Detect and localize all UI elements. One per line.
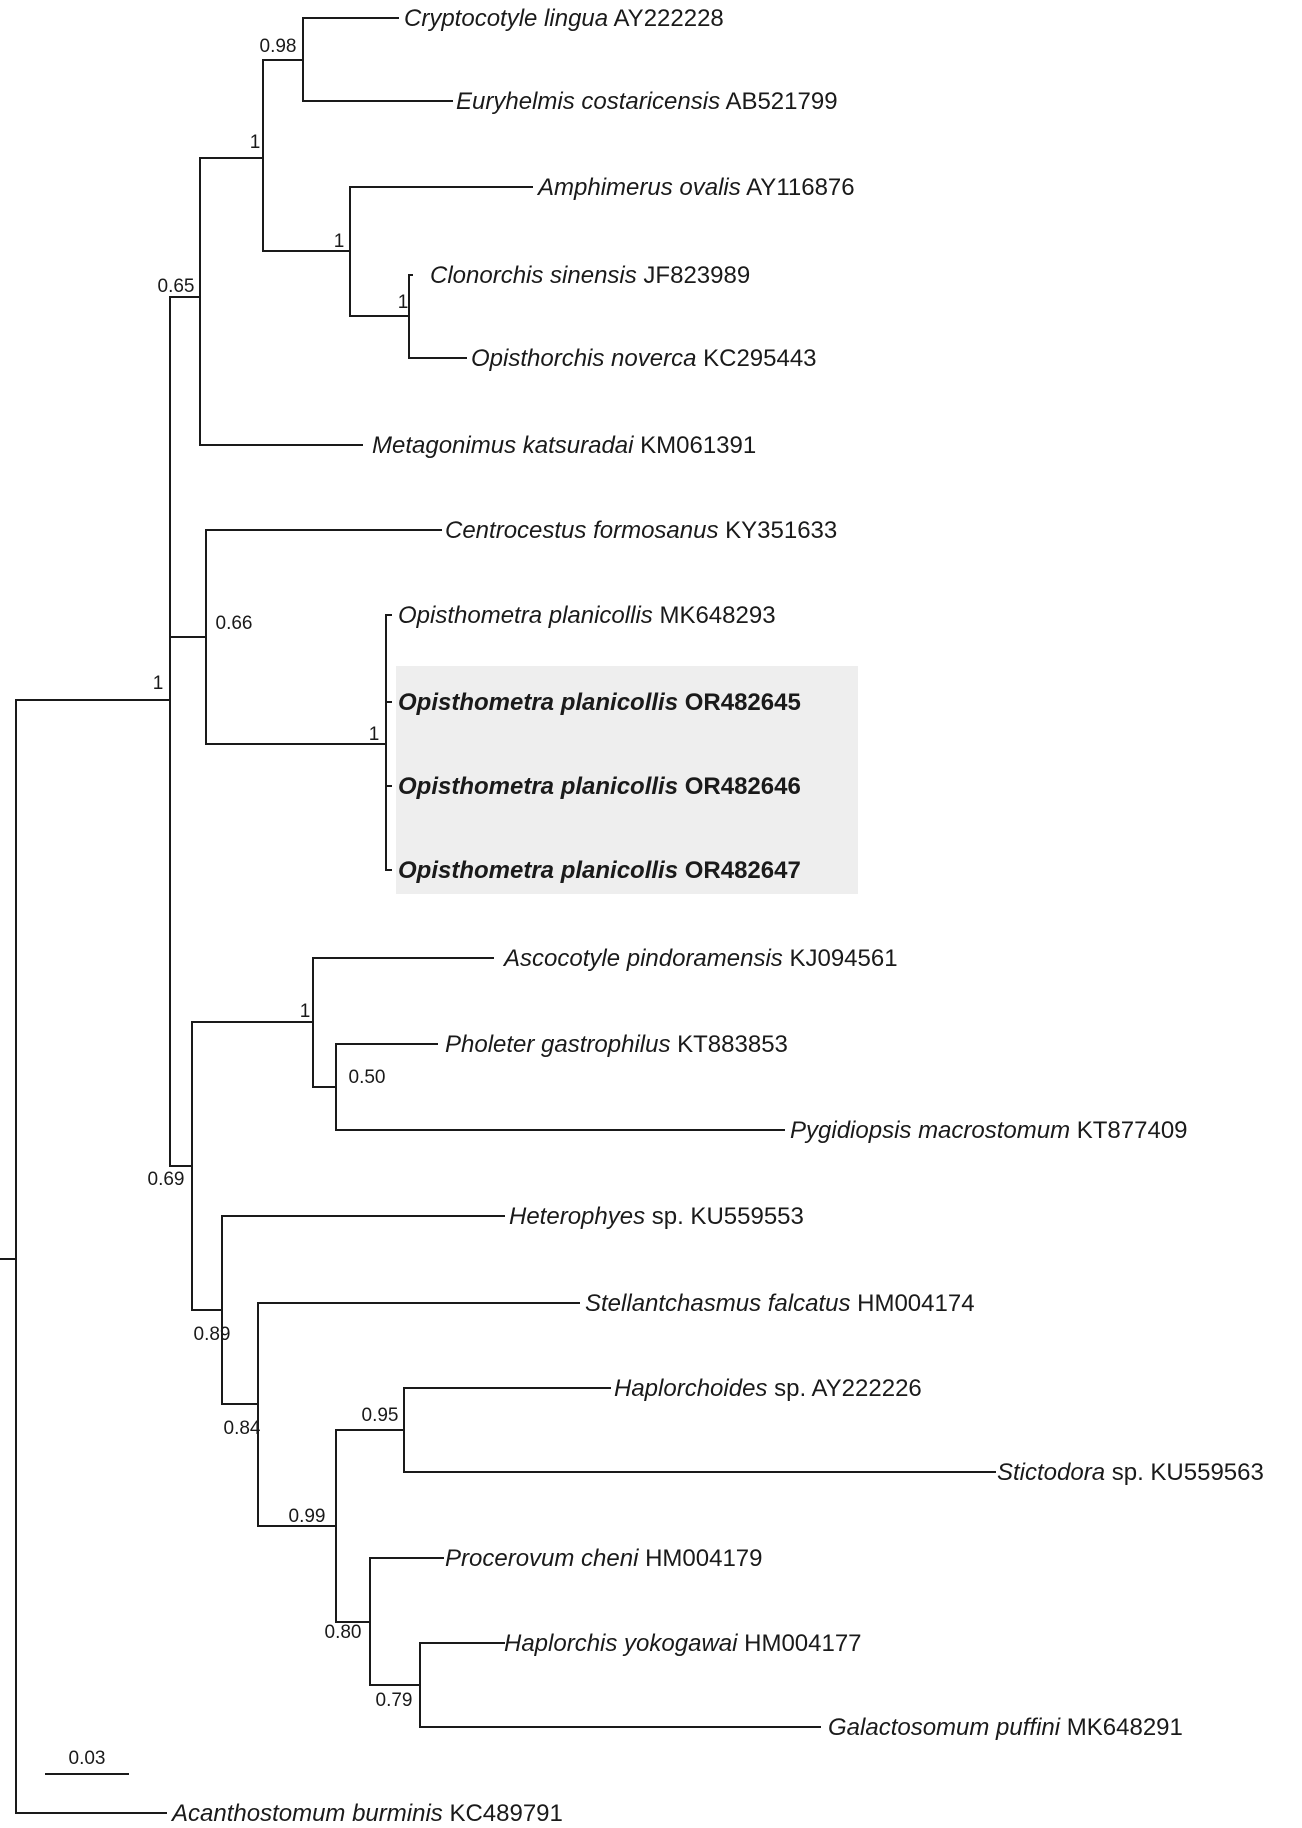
taxon-name: Euryhelmis costaricensis xyxy=(456,88,720,115)
support-value: 0.95 xyxy=(362,1405,399,1426)
support-value: 1 xyxy=(398,292,409,313)
taxon-label: Clonorchis sinensis JF823989 xyxy=(430,262,750,289)
taxon-label: Heterophyes sp. KU559553 xyxy=(509,1203,804,1230)
taxon-label: Amphimerus ovalis AY116876 xyxy=(536,174,855,201)
taxon-label: Cryptocotyle lingua AY222228 xyxy=(404,5,724,32)
taxon-label: Procerovum cheni HM004179 xyxy=(445,1545,763,1572)
taxon-label: Metagonimus katsuradai KM061391 xyxy=(372,432,756,459)
taxon-label: Ascocotyle pindoramensis KJ094561 xyxy=(502,945,898,972)
highlight-box xyxy=(396,666,858,894)
taxon-name: Haplorchoides xyxy=(614,1375,767,1402)
taxon-accession: KM061391 xyxy=(633,432,756,459)
taxon-label: Pholeter gastrophilus KT883853 xyxy=(445,1031,788,1058)
taxon-accession: OR482647 xyxy=(678,857,801,884)
taxon-accession: KY351633 xyxy=(718,517,837,544)
taxon-name: Clonorchis sinensis xyxy=(430,262,637,289)
taxon-label: Stictodora sp. KU559563 xyxy=(997,1459,1264,1486)
taxon-accession: KT883853 xyxy=(670,1031,787,1058)
taxon-accession: OR482645 xyxy=(678,689,801,716)
taxon-name: Cryptocotyle lingua xyxy=(404,5,608,32)
taxon-label: Haplorchoides sp. AY222226 xyxy=(614,1375,922,1402)
taxon-accession: OR482646 xyxy=(678,773,801,800)
taxon-accession: KJ094561 xyxy=(783,945,898,972)
taxon-accession: AB521799 xyxy=(720,88,837,115)
support-value: 1 xyxy=(153,673,164,694)
taxon-label: Galactosomum puffini MK648291 xyxy=(828,1714,1183,1741)
scale-bar: 0.03 xyxy=(45,1748,129,1775)
support-value: 0.65 xyxy=(158,276,195,297)
taxon-name: Amphimerus ovalis xyxy=(536,174,741,201)
support-value: 0.80 xyxy=(325,1622,362,1643)
taxon-label: Pygidiopsis macrostomum KT877409 xyxy=(790,1117,1188,1144)
taxon-accession: AY116876 xyxy=(741,174,855,201)
taxon-accession: sp. AY222226 xyxy=(767,1375,921,1402)
taxon-name: Metagonimus katsuradai xyxy=(372,432,634,459)
support-value: 0.66 xyxy=(216,613,253,634)
taxon-accession: HM004174 xyxy=(850,1290,974,1317)
taxon-name: Heterophyes xyxy=(509,1203,645,1230)
support-values: 0.98 1 1 1 0.65 0.66 1 1 1 0.50 0.69 0.89 0.84 0.95 0.… xyxy=(148,36,413,1711)
support-value: 0.84 xyxy=(224,1418,261,1439)
taxon-accession: MK648291 xyxy=(1060,1714,1183,1741)
support-value: 0.50 xyxy=(349,1067,386,1088)
taxon-accession: sp. KU559553 xyxy=(645,1203,804,1230)
taxon-name: Stictodora xyxy=(997,1459,1105,1486)
taxon-label: Opisthometra planicollis OR482647 xyxy=(398,857,801,884)
support-value: 0.89 xyxy=(194,1324,231,1345)
taxon-label: Haplorchis yokogawai HM004177 xyxy=(504,1630,862,1657)
taxon-label: Euryhelmis costaricensis AB521799 xyxy=(456,88,838,115)
taxon-accession: HM004179 xyxy=(638,1545,762,1572)
taxon-name: Galactosomum puffini xyxy=(828,1714,1061,1741)
taxon-name: Stellantchasmus falcatus xyxy=(585,1290,850,1317)
support-value: 0.79 xyxy=(376,1690,413,1711)
taxon-label: Opisthometra planicollis MK648293 xyxy=(398,602,776,629)
taxon-accession: HM004177 xyxy=(737,1630,861,1657)
support-value: 1 xyxy=(250,132,261,153)
taxon-accession: sp. KU559563 xyxy=(1105,1459,1264,1486)
taxon-accession: KT877409 xyxy=(1070,1117,1187,1144)
taxon-accession: KC489791 xyxy=(443,1800,563,1827)
scale-bar-label: 0.03 xyxy=(69,1748,106,1769)
taxon-label: Stellantchasmus falcatus HM004174 xyxy=(585,1290,975,1317)
taxon-name: Opisthometra planicollis xyxy=(398,773,678,800)
taxon-accession: KC295443 xyxy=(696,345,816,372)
support-value: 0.98 xyxy=(260,36,297,57)
taxon-accession: JF823989 xyxy=(637,262,750,289)
taxon-accession: MK648293 xyxy=(653,602,776,629)
taxon-name: Opisthometra planicollis xyxy=(398,689,678,716)
support-value: 1 xyxy=(334,231,345,252)
taxon-accession: AY222228 xyxy=(608,5,724,32)
taxon-label: Opisthometra planicollis OR482645 xyxy=(398,689,801,716)
support-value: 1 xyxy=(300,1001,311,1022)
taxon-name: Opisthorchis noverca xyxy=(471,345,696,372)
taxon-name: Procerovum cheni xyxy=(445,1545,639,1572)
support-value: 0.99 xyxy=(289,1506,326,1527)
taxon-name: Acanthostomum burminis xyxy=(170,1800,443,1827)
taxon-name: Haplorchis yokogawai xyxy=(504,1630,738,1657)
taxon-name: Pygidiopsis macrostomum xyxy=(790,1117,1070,1144)
taxon-name: Opisthometra planicollis xyxy=(398,857,678,884)
taxon-label: Opisthometra planicollis OR482646 xyxy=(398,773,801,800)
taxon-name: Pholeter gastrophilus xyxy=(445,1031,670,1058)
taxon-name: Centrocestus formosanus xyxy=(445,517,718,544)
tree-branches xyxy=(0,17,996,1814)
taxon-label: Centrocestus formosanus KY351633 xyxy=(445,517,837,544)
support-value: 0.69 xyxy=(148,1169,185,1190)
support-value: 1 xyxy=(369,724,380,745)
taxon-name: Opisthometra planicollis xyxy=(398,602,653,629)
taxon-name: Ascocotyle pindoramensis xyxy=(502,945,783,972)
taxon-label: Opisthorchis noverca KC295443 xyxy=(471,345,817,372)
taxon-label: Acanthostomum burminis KC489791 xyxy=(170,1800,563,1827)
